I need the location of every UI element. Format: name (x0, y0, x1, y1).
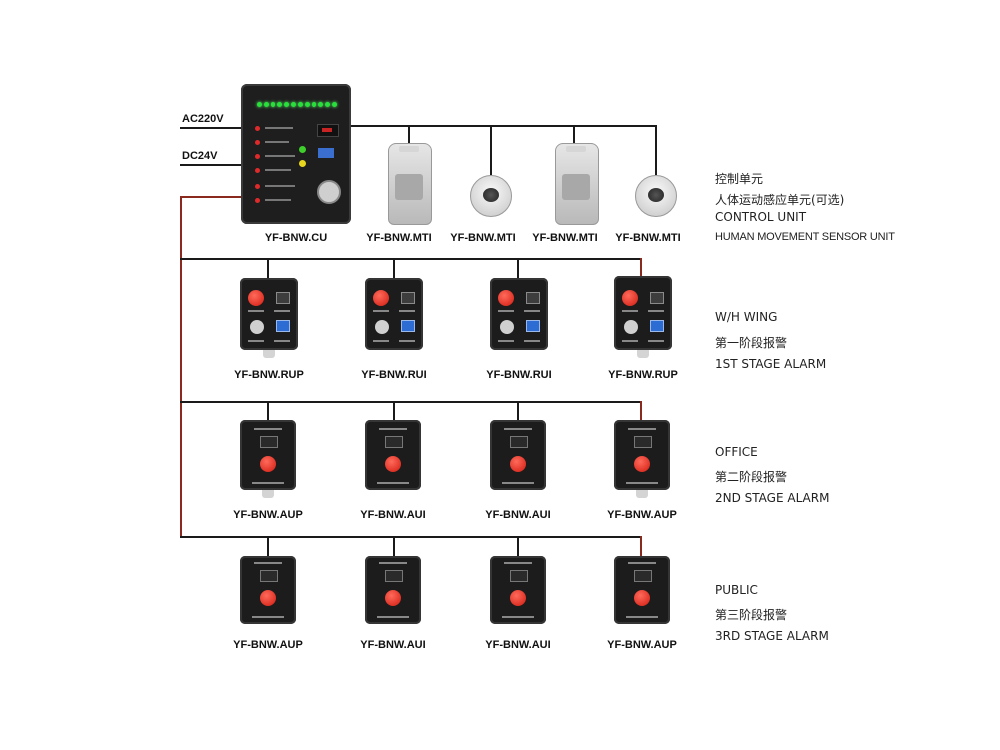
cable-gland-icon (637, 350, 649, 358)
dc-power-line (180, 164, 242, 166)
alarm-button-icon (634, 456, 650, 472)
aui-panel (490, 420, 546, 490)
row1-drop (517, 258, 519, 280)
ac-power-line (180, 127, 242, 129)
row1-drop (267, 258, 269, 280)
aui-panel (490, 556, 546, 624)
sensor-drop (490, 125, 492, 175)
aup-panel (614, 556, 670, 624)
row2-stage-cn: 第二阶段报警 (715, 470, 788, 484)
display-icon (317, 124, 339, 137)
row3-drop (393, 536, 395, 558)
row3-drop (267, 536, 269, 558)
row1-label: YF-BNW.RUI (486, 369, 552, 381)
sensor-bus (351, 125, 657, 127)
row3-label: YF-BNW.AUI (485, 639, 551, 648)
alarm-button-icon (260, 590, 276, 606)
row2-label: YF-BNW.AUP (233, 509, 303, 521)
control-unit-device (241, 84, 351, 224)
aui-panel (365, 556, 421, 624)
row2-drop (640, 401, 642, 423)
alarm-bus-feed (180, 196, 242, 198)
dc-power-label: DC24V (182, 150, 218, 162)
row3-label-clip: YF-BNW.AUP YF-BNW.AUI YF-BNW.AUI YF-BNW.… (233, 639, 677, 648)
row2-drop (267, 401, 269, 423)
alarm-button-icon (260, 456, 276, 472)
desc-control-unit-cn: 控制单元 (715, 172, 764, 186)
row3-drop (517, 536, 519, 558)
aup-panel (614, 420, 670, 490)
row3-bus (180, 536, 642, 538)
led-strip (257, 102, 337, 108)
desc-sensor-cn: 人体运动感应单元(可选) (715, 193, 845, 207)
row3-label: YF-BNW.AUP (607, 639, 677, 648)
switch-icon (318, 148, 334, 158)
row2-drop (517, 401, 519, 423)
row2-drop (393, 401, 395, 423)
row2-label: YF-BNW.AUI (360, 509, 426, 521)
cable-gland-icon (263, 350, 275, 358)
alarm-button-icon (622, 290, 638, 306)
row3-label: YF-BNW.AUP (233, 639, 303, 648)
sensor-label: YF-BNW.MTI (450, 232, 516, 244)
alarm-button-icon (385, 590, 401, 606)
row2-stage-en: 2ND STAGE ALARM (715, 491, 830, 505)
sensor-label: YF-BNW.MTI (615, 232, 681, 244)
dome-sensor-icon (635, 175, 677, 217)
row1-label: YF-BNW.RUI (361, 369, 427, 381)
sensor-label: YF-BNW.MTI (532, 232, 598, 244)
row1-zone: W/H WING (715, 310, 778, 324)
cable-gland-icon (262, 490, 274, 498)
aui-panel (365, 420, 421, 490)
cable-gland-icon (636, 490, 648, 498)
alarm-button-icon (634, 590, 650, 606)
row3-label: YF-BNW.AUI (360, 639, 426, 648)
row1-drop (640, 258, 642, 278)
desc-sensor-en: HUMAN MOVEMENT SENSOR UNIT (715, 231, 895, 243)
row1-drop (393, 258, 395, 280)
aup-panel (240, 420, 296, 490)
alarm-bus-trunk (180, 196, 182, 538)
row2-zone: OFFICE (715, 445, 758, 459)
row1-stage-en: 1ST STAGE ALARM (715, 357, 827, 371)
alarm-button-icon (510, 590, 526, 606)
row3-stage-cn: 第三阶段报警 (715, 608, 788, 622)
alarm-button-icon (373, 290, 389, 306)
rui-panel (490, 278, 548, 350)
sensor-label: YF-BNW.MTI (366, 232, 432, 244)
rui-panel (365, 278, 423, 350)
alarm-button-icon (385, 456, 401, 472)
control-unit-label: YF-BNW.CU (264, 232, 328, 244)
row2-bus (180, 401, 642, 403)
row2-label: YF-BNW.AUP (607, 509, 677, 521)
pir-sensor-icon (555, 143, 599, 225)
aup-panel (240, 556, 296, 624)
alarm-button-icon (510, 456, 526, 472)
desc-control-unit-en: CONTROL UNIT (715, 210, 807, 224)
row1-label: YF-BNW.RUP (234, 369, 304, 381)
row3-stage-en: 3RD STAGE ALARM (715, 629, 829, 643)
row1-label: YF-BNW.RUP (608, 369, 678, 381)
row1-stage-cn: 第一阶段报警 (715, 336, 788, 350)
row1-bus (180, 258, 642, 260)
sensor-drop (408, 125, 410, 149)
sensor-drop (655, 125, 657, 175)
alarm-button-icon (498, 290, 514, 306)
rup-panel (614, 276, 672, 350)
ac-power-label: AC220V (182, 113, 224, 125)
pir-sensor-icon (388, 143, 432, 225)
key-switch-icon (317, 180, 341, 204)
row3-zone: PUBLIC (715, 583, 758, 597)
sensor-drop (573, 125, 575, 149)
rup-panel (240, 278, 298, 350)
row2-label: YF-BNW.AUI (485, 509, 551, 521)
dome-sensor-icon (470, 175, 512, 217)
alarm-button-icon (248, 290, 264, 306)
row3-drop (640, 536, 642, 558)
